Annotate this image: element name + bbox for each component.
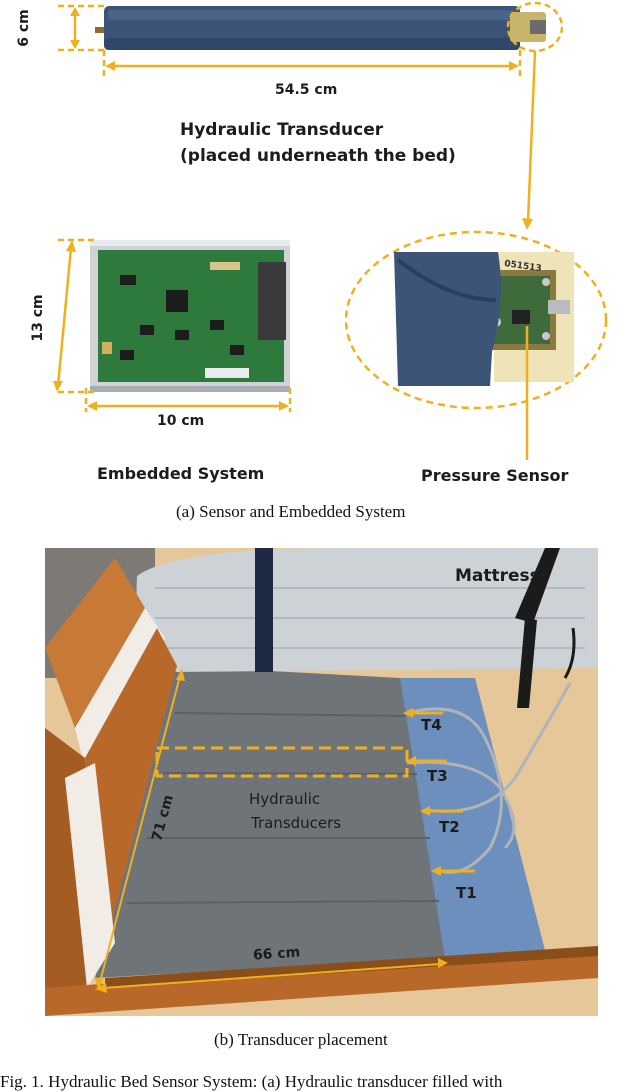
pressure-sensor-image: 051513 (344, 230, 608, 410)
panel-a: 051513 6 cm 54.5 cm Hydraulic Transducer… (0, 0, 640, 530)
embedded-system-image (90, 240, 290, 392)
figure-caption: Fig. 1. Hydraulic Bed Sensor System: (a)… (0, 1072, 503, 1091)
label-54cm: 54.5 cm (275, 82, 338, 98)
dim-13cm-marker (53, 238, 98, 394)
label-6cm: 6 cm (16, 9, 32, 47)
transducer-subtitle: (placed underneath the bed) (180, 146, 456, 166)
panel-a-graphics: 051513 (53, 1, 608, 460)
mattress-label: Mattress (455, 566, 540, 586)
dim-54cm-marker (102, 50, 522, 76)
tag-t2: T2 (439, 818, 460, 836)
hydraulic-transducer-image (95, 6, 546, 50)
transducers-label-line2: Transducers (251, 814, 342, 832)
label-10cm: 10 cm (157, 413, 205, 429)
caption-b: (b) Transducer placement (214, 1030, 388, 1049)
dim-6cm-marker (58, 4, 104, 52)
dim-66cm-marker (95, 958, 448, 993)
tag-t4: T4 (421, 716, 442, 734)
tag-t1: T1 (456, 884, 477, 902)
caption-a: (a) Sensor and Embedded System (176, 502, 406, 521)
transducer-placement-photo (45, 548, 598, 1016)
dim-10cm-marker (84, 388, 292, 412)
transducer-title: Hydraulic Transducer (180, 120, 384, 140)
transducers-label-line1: Hydraulic (249, 790, 321, 808)
tag-t3: T3 (427, 767, 448, 785)
pressure-sensor-label: Pressure Sensor (421, 466, 569, 485)
panel-b: Mattress T4 T3 T2 T1 71 cm Hydraulic Tra… (45, 548, 598, 1016)
label-13cm: 13 cm (30, 294, 46, 342)
dim-71cm-marker (95, 668, 185, 990)
connector-highlight (506, 1, 564, 230)
label-66cm: 66 cm (252, 944, 301, 964)
embedded-system-label: Embedded System (97, 464, 265, 483)
tag-arrows (403, 708, 475, 876)
transducer-t3-highlight (155, 746, 409, 778)
